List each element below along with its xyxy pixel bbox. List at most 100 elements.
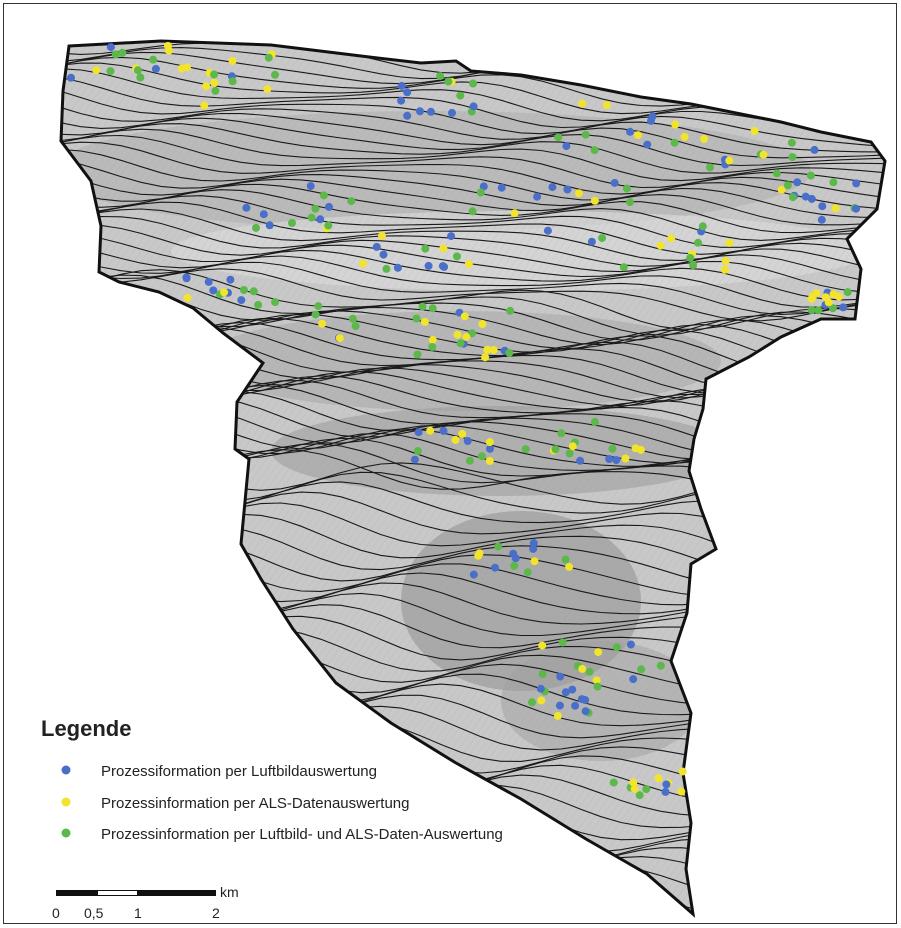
point-luftbild (612, 456, 621, 465)
point-both (348, 314, 357, 323)
point-als (602, 101, 611, 110)
point-luftbild (626, 127, 635, 136)
point-als (426, 426, 435, 435)
point-als (680, 132, 689, 141)
point-als (725, 156, 734, 165)
point-luftbild (486, 444, 494, 453)
point-luftbild (576, 456, 585, 465)
point-both (590, 146, 599, 155)
point-both (228, 77, 237, 86)
point-both (814, 306, 823, 315)
scale-tick-0: 0 (52, 905, 60, 921)
point-als (592, 676, 601, 685)
point-als (700, 134, 709, 143)
point-both (561, 555, 570, 564)
contour-line (61, 128, 885, 182)
point-both (590, 417, 599, 426)
point-both (436, 72, 445, 81)
terrain-layer (59, 39, 887, 916)
point-als (163, 41, 172, 50)
point-luftbild (447, 232, 456, 241)
point-both (210, 70, 219, 79)
point-als (671, 120, 680, 129)
point-luftbild (479, 182, 488, 191)
point-luftbild (67, 73, 75, 82)
point-luftbild (610, 178, 619, 187)
contour-line (61, 148, 885, 211)
point-both (111, 50, 120, 59)
point-both (136, 73, 145, 82)
point-luftbild (497, 183, 506, 192)
point-luftbild (463, 437, 472, 445)
point-luftbild (424, 261, 433, 270)
point-als (590, 196, 599, 205)
point-both (551, 445, 560, 454)
point-luftbild (509, 549, 518, 558)
point-als (777, 185, 786, 194)
point-both (807, 306, 816, 314)
point-both (637, 665, 646, 674)
point-luftbild (403, 111, 412, 120)
point-luftbild (818, 202, 827, 211)
point-luftbild (810, 145, 819, 154)
point-als (759, 150, 768, 159)
point-luftbild (629, 675, 638, 684)
scale-bar: km 0 0,5 1 2 (52, 884, 239, 921)
point-luftbild (817, 215, 826, 224)
point-both (598, 234, 607, 243)
point-als (358, 259, 367, 268)
point-both (788, 153, 797, 162)
point-both (585, 667, 594, 676)
point-both (806, 171, 815, 180)
point-luftbild (568, 685, 577, 694)
point-both (670, 138, 679, 147)
point-luftbild (379, 250, 388, 259)
point-als (378, 231, 386, 240)
point-als (485, 438, 494, 447)
point-als (808, 292, 817, 301)
point-als (721, 265, 729, 274)
point-luftbild (237, 296, 246, 305)
point-luftbild (562, 142, 571, 151)
point-als (621, 454, 630, 463)
point-both (271, 70, 279, 79)
point-als (182, 63, 191, 72)
point-both (382, 264, 391, 273)
point-als (594, 648, 603, 657)
point-both (249, 287, 258, 296)
point-both (351, 322, 360, 331)
point-both (254, 300, 263, 309)
point-als (460, 312, 469, 321)
point-luftbild (242, 203, 251, 212)
contour-line (61, 261, 885, 315)
legend-label-als: Prozessinformation per ALS-Datenauswertu… (101, 795, 410, 812)
point-luftbild (469, 570, 478, 579)
point-both (211, 86, 220, 95)
point-luftbild (106, 43, 115, 52)
contour-line (61, 223, 885, 285)
contour-line (61, 269, 885, 330)
point-luftbild (439, 426, 448, 435)
point-luftbild (643, 140, 652, 149)
point-both (456, 339, 465, 348)
point-als (725, 238, 734, 247)
contour-line (61, 141, 885, 201)
point-both (608, 444, 617, 453)
point-luftbild (661, 787, 670, 796)
point-both (252, 223, 260, 232)
point-als (750, 127, 759, 135)
point-als (629, 778, 638, 787)
point-luftbild (852, 204, 861, 213)
point-als (537, 696, 546, 705)
legend-title: Legende (41, 716, 131, 741)
point-both (421, 244, 430, 253)
contour-line (61, 189, 885, 241)
point-both (510, 561, 519, 570)
point-both (307, 213, 316, 222)
legend: Legende Prozessiformation per Luftbildau… (41, 716, 503, 843)
point-both (494, 542, 503, 551)
point-both (133, 66, 142, 75)
point-luftbild (393, 263, 402, 272)
point-both (505, 348, 514, 357)
point-both (787, 138, 796, 147)
